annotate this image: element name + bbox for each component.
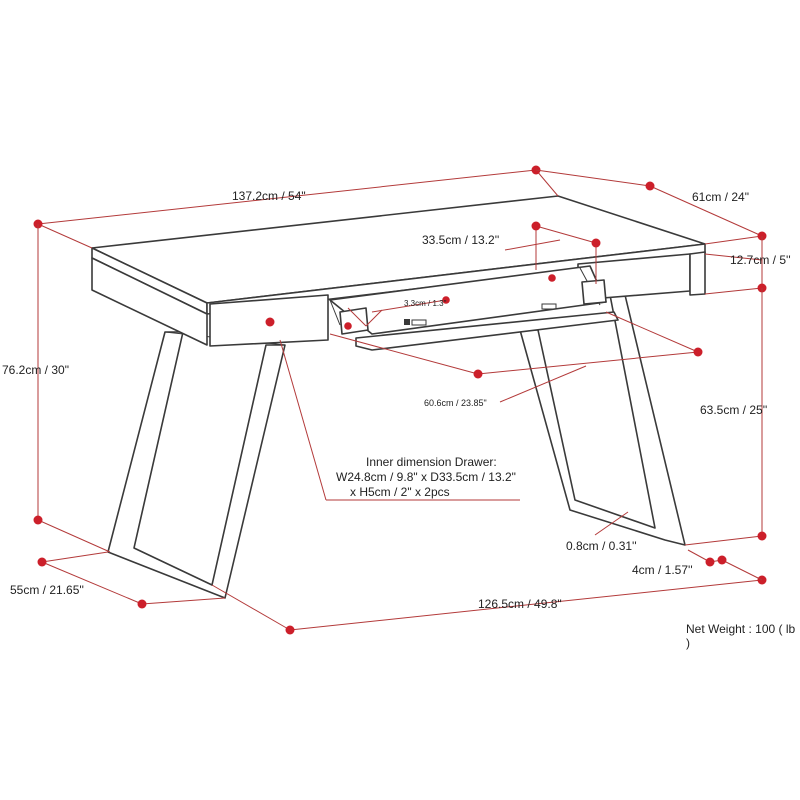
right-slide [581, 279, 607, 305]
label-pullout-width: 60.6cm / 23.85" [424, 398, 487, 408]
label-top-depth: 61cm / 24" [692, 190, 749, 204]
label-base-length: 126.5cm / 49.8" [478, 597, 562, 611]
desk-illustration [91, 195, 706, 599]
dimension-lines [33, 165, 767, 635]
net-weight: Net Weight : 100 ( lb ) [686, 622, 796, 650]
inner-drawer-line3: x H5cm / 2" x 2pcs [350, 485, 450, 499]
label-leg-thickness: 0.8cm / 0.31'' [566, 539, 637, 553]
label-slide-depth: 3.3cm / 1.3" [404, 299, 447, 308]
apron-left [91, 257, 208, 346]
label-base-depth: 55cm / 21.65'' [10, 583, 84, 597]
right-leg [519, 294, 686, 546]
inner-drawer-line1: Inner dimension Drawer: [366, 455, 497, 469]
left-leg [107, 331, 286, 599]
left-slide [339, 307, 369, 335]
label-drawer-depth: 33.5cm / 13.2'' [422, 233, 499, 247]
label-leg-width: 4cm / 1.57'' [632, 563, 693, 577]
inner-drawer-line2: W24.8cm / 9.8" x D33.5cm / 13.2" [336, 470, 516, 484]
label-total-height: 76.2cm / 30" [2, 363, 69, 377]
label-apron-height: 12.7cm / 5'' [730, 253, 791, 267]
label-clearance-height: 63.5cm / 25'' [700, 403, 767, 417]
label-top-length: 137.2cm / 54" [232, 189, 306, 203]
dimension-labels: 137.2cm / 54" 61cm / 24" 33.5cm / 13.2''… [2, 189, 791, 611]
